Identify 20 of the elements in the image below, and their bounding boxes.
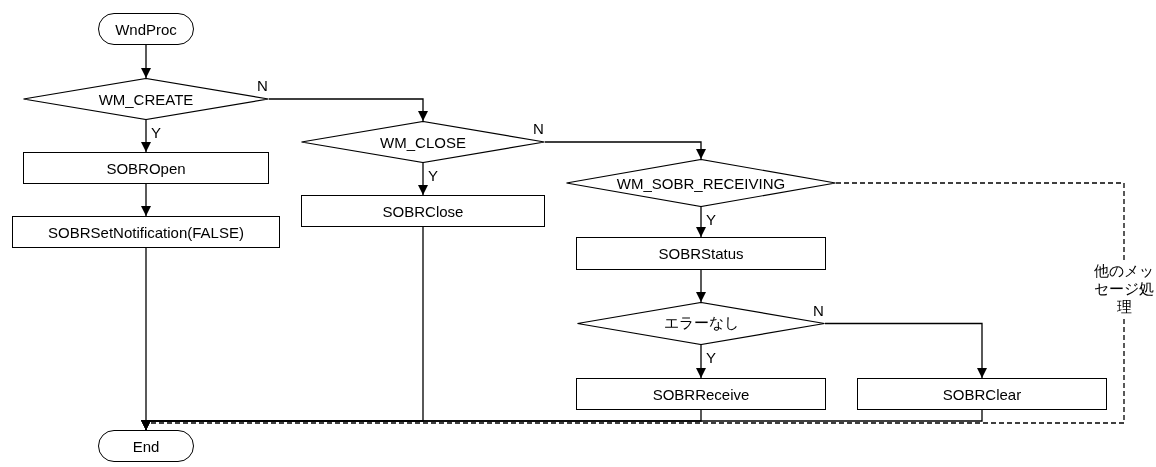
arrow bbox=[268, 98, 428, 122]
process-box: SOBRSetNotification(FALSE) bbox=[12, 216, 280, 248]
terminal-box: WndProc bbox=[98, 13, 194, 45]
decision-diamond: WM_SOBR_RECEIVING bbox=[566, 159, 836, 207]
arrow bbox=[141, 44, 151, 79]
process-box: SOBRReceive bbox=[576, 378, 826, 410]
arrow bbox=[824, 322, 987, 379]
arrow bbox=[141, 119, 151, 153]
arrow bbox=[696, 206, 706, 238]
arrow bbox=[418, 162, 428, 196]
arrow bbox=[141, 409, 983, 431]
process-box: SOBROpen bbox=[23, 152, 269, 184]
process-box: SOBRClose bbox=[301, 195, 545, 227]
process-box: SOBRClear bbox=[857, 378, 1107, 410]
arrow bbox=[696, 269, 706, 303]
terminal-box: End bbox=[98, 430, 194, 462]
arrow bbox=[544, 141, 706, 160]
arrow bbox=[696, 344, 706, 379]
process-box: SOBRStatus bbox=[576, 237, 826, 270]
arrow bbox=[141, 183, 151, 217]
